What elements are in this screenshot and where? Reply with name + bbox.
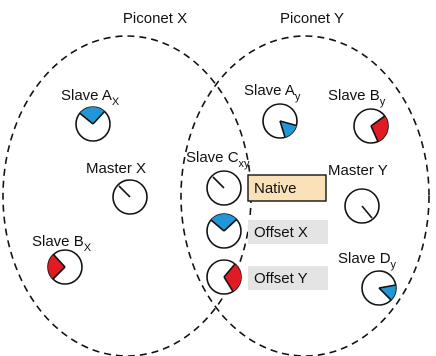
offset-y-box xyxy=(248,266,328,290)
slave-bx-label: Slave BX xyxy=(32,233,92,254)
slave-ay-label: Slave Ay xyxy=(244,82,301,103)
slave-dy-clock-icon xyxy=(361,270,397,306)
piconet-y-boundary xyxy=(180,35,430,356)
offset-x-box xyxy=(248,220,328,244)
slave-bx-clock-icon xyxy=(47,249,83,285)
slave-ax-clock-icon xyxy=(75,106,111,142)
master-y-label: Master Y xyxy=(328,162,388,179)
master-x-clock-icon xyxy=(112,179,148,215)
master-x-label: Master X xyxy=(86,160,146,177)
slave-dy-label: Slave Dy xyxy=(338,250,397,271)
slave-ax-label: Slave AX xyxy=(61,87,120,108)
piconet-y-label: Piconet Y xyxy=(280,10,344,27)
offset-y-label: Offset Y xyxy=(254,270,308,287)
native-label: Native xyxy=(254,180,297,197)
slave-by-clock-icon xyxy=(353,108,389,144)
native-box xyxy=(247,174,327,202)
slave-by-label: Slave By xyxy=(328,87,386,108)
offset-x-label: Offset X xyxy=(254,224,308,241)
master-y-clock-icon xyxy=(344,188,380,224)
native-clock-icon xyxy=(206,170,242,206)
offset-y-clock-icon xyxy=(206,259,242,295)
slave-cxy-label: Slave Cxy xyxy=(186,149,250,170)
piconet-x-label: Piconet X xyxy=(123,10,187,27)
slave-ay-clock-icon xyxy=(262,103,298,139)
offset-x-clock-icon xyxy=(206,213,242,249)
